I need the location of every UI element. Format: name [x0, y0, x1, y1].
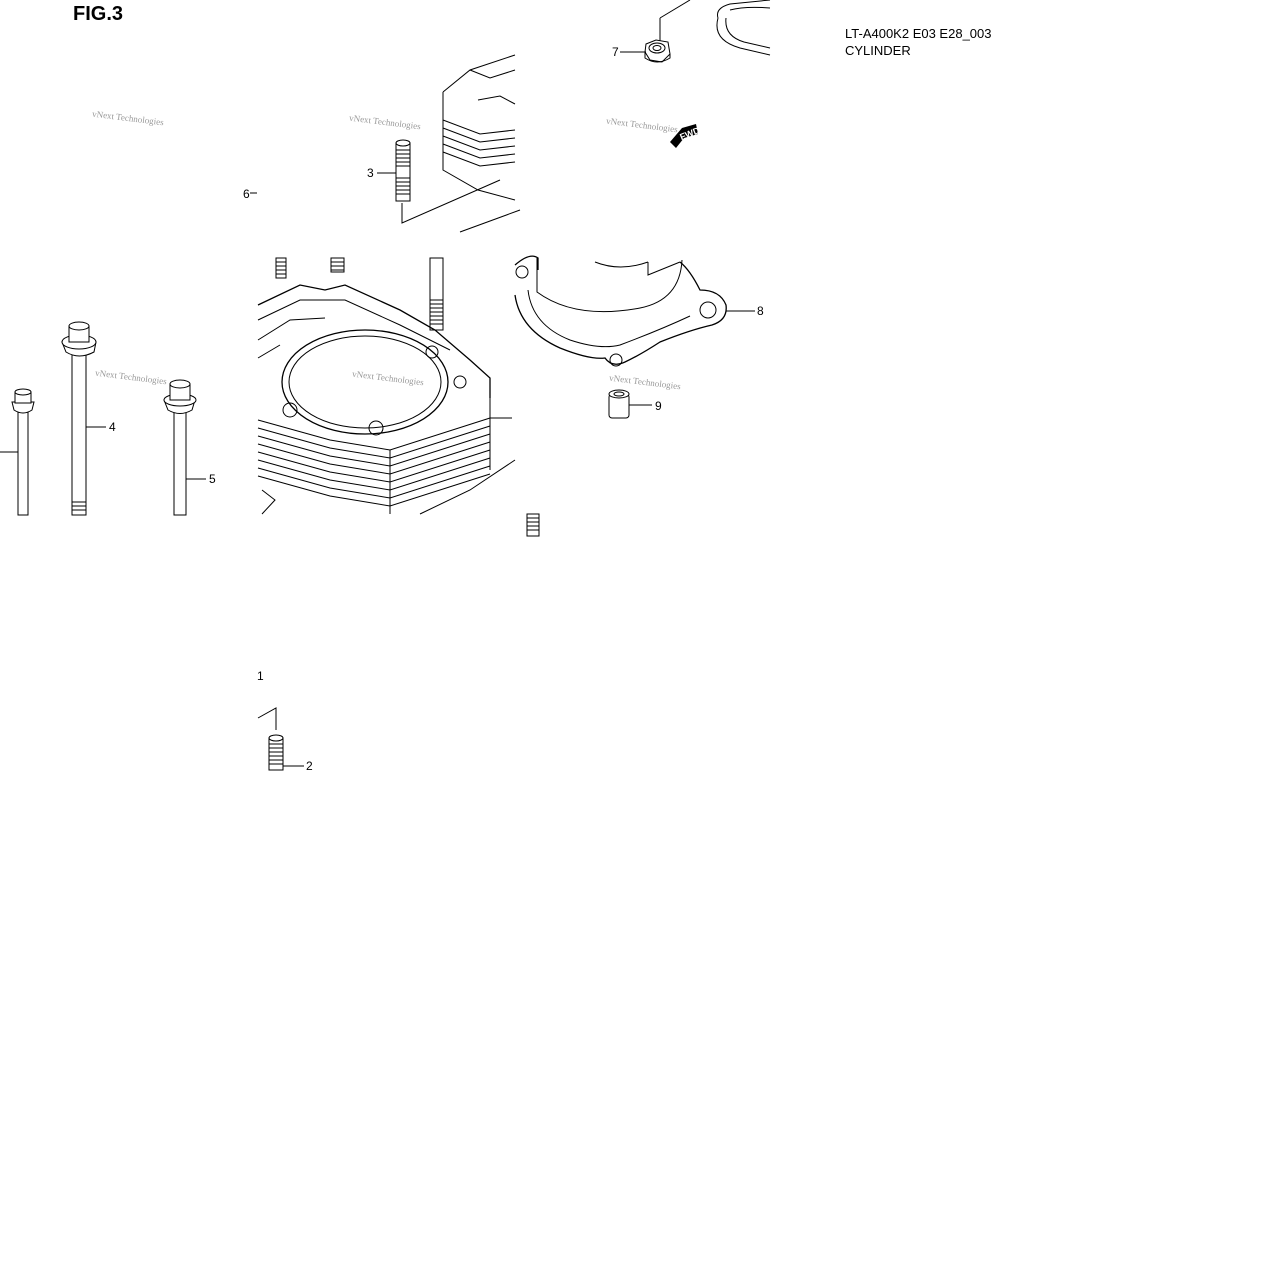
callout-4: 4: [109, 420, 116, 434]
section-name: CYLINDER: [845, 43, 911, 58]
stud-bolt-3: [395, 139, 411, 202]
callout-7: 7: [612, 45, 619, 59]
callout-8: 8: [757, 304, 764, 318]
fwd-label: FWD: [678, 125, 701, 142]
callout-6: 6: [243, 187, 250, 201]
cylinder-bolt-edge: [0, 388, 35, 516]
callout-1: 1: [257, 669, 264, 683]
cylinder-base-gasket-8: [514, 255, 727, 367]
callout-3: 3: [367, 166, 374, 180]
short-studs: [275, 257, 540, 537]
cylinder-head-top: [401, 54, 521, 233]
flange-nut-7: [644, 39, 671, 63]
dowel-pin-9: [608, 389, 630, 419]
model-code: LT-A400K2 E03 E28_003: [845, 26, 992, 41]
cylinder-block: [257, 284, 516, 515]
leader-lines: [86, 51, 755, 767]
cylinder-bolt-5: [163, 379, 197, 516]
head-cover-gasket: [659, 0, 771, 56]
model-info: LT-A400K2 E03 E28_003 CYLINDER: [845, 25, 992, 59]
figure-label: FIG.3: [73, 3, 124, 25]
stud-assembly-1-2: [257, 707, 284, 771]
cylinder-bolt-4: [61, 321, 97, 516]
callout-5: 5: [209, 472, 216, 486]
callout-2: 2: [306, 759, 313, 773]
callout-9: 9: [655, 399, 662, 413]
